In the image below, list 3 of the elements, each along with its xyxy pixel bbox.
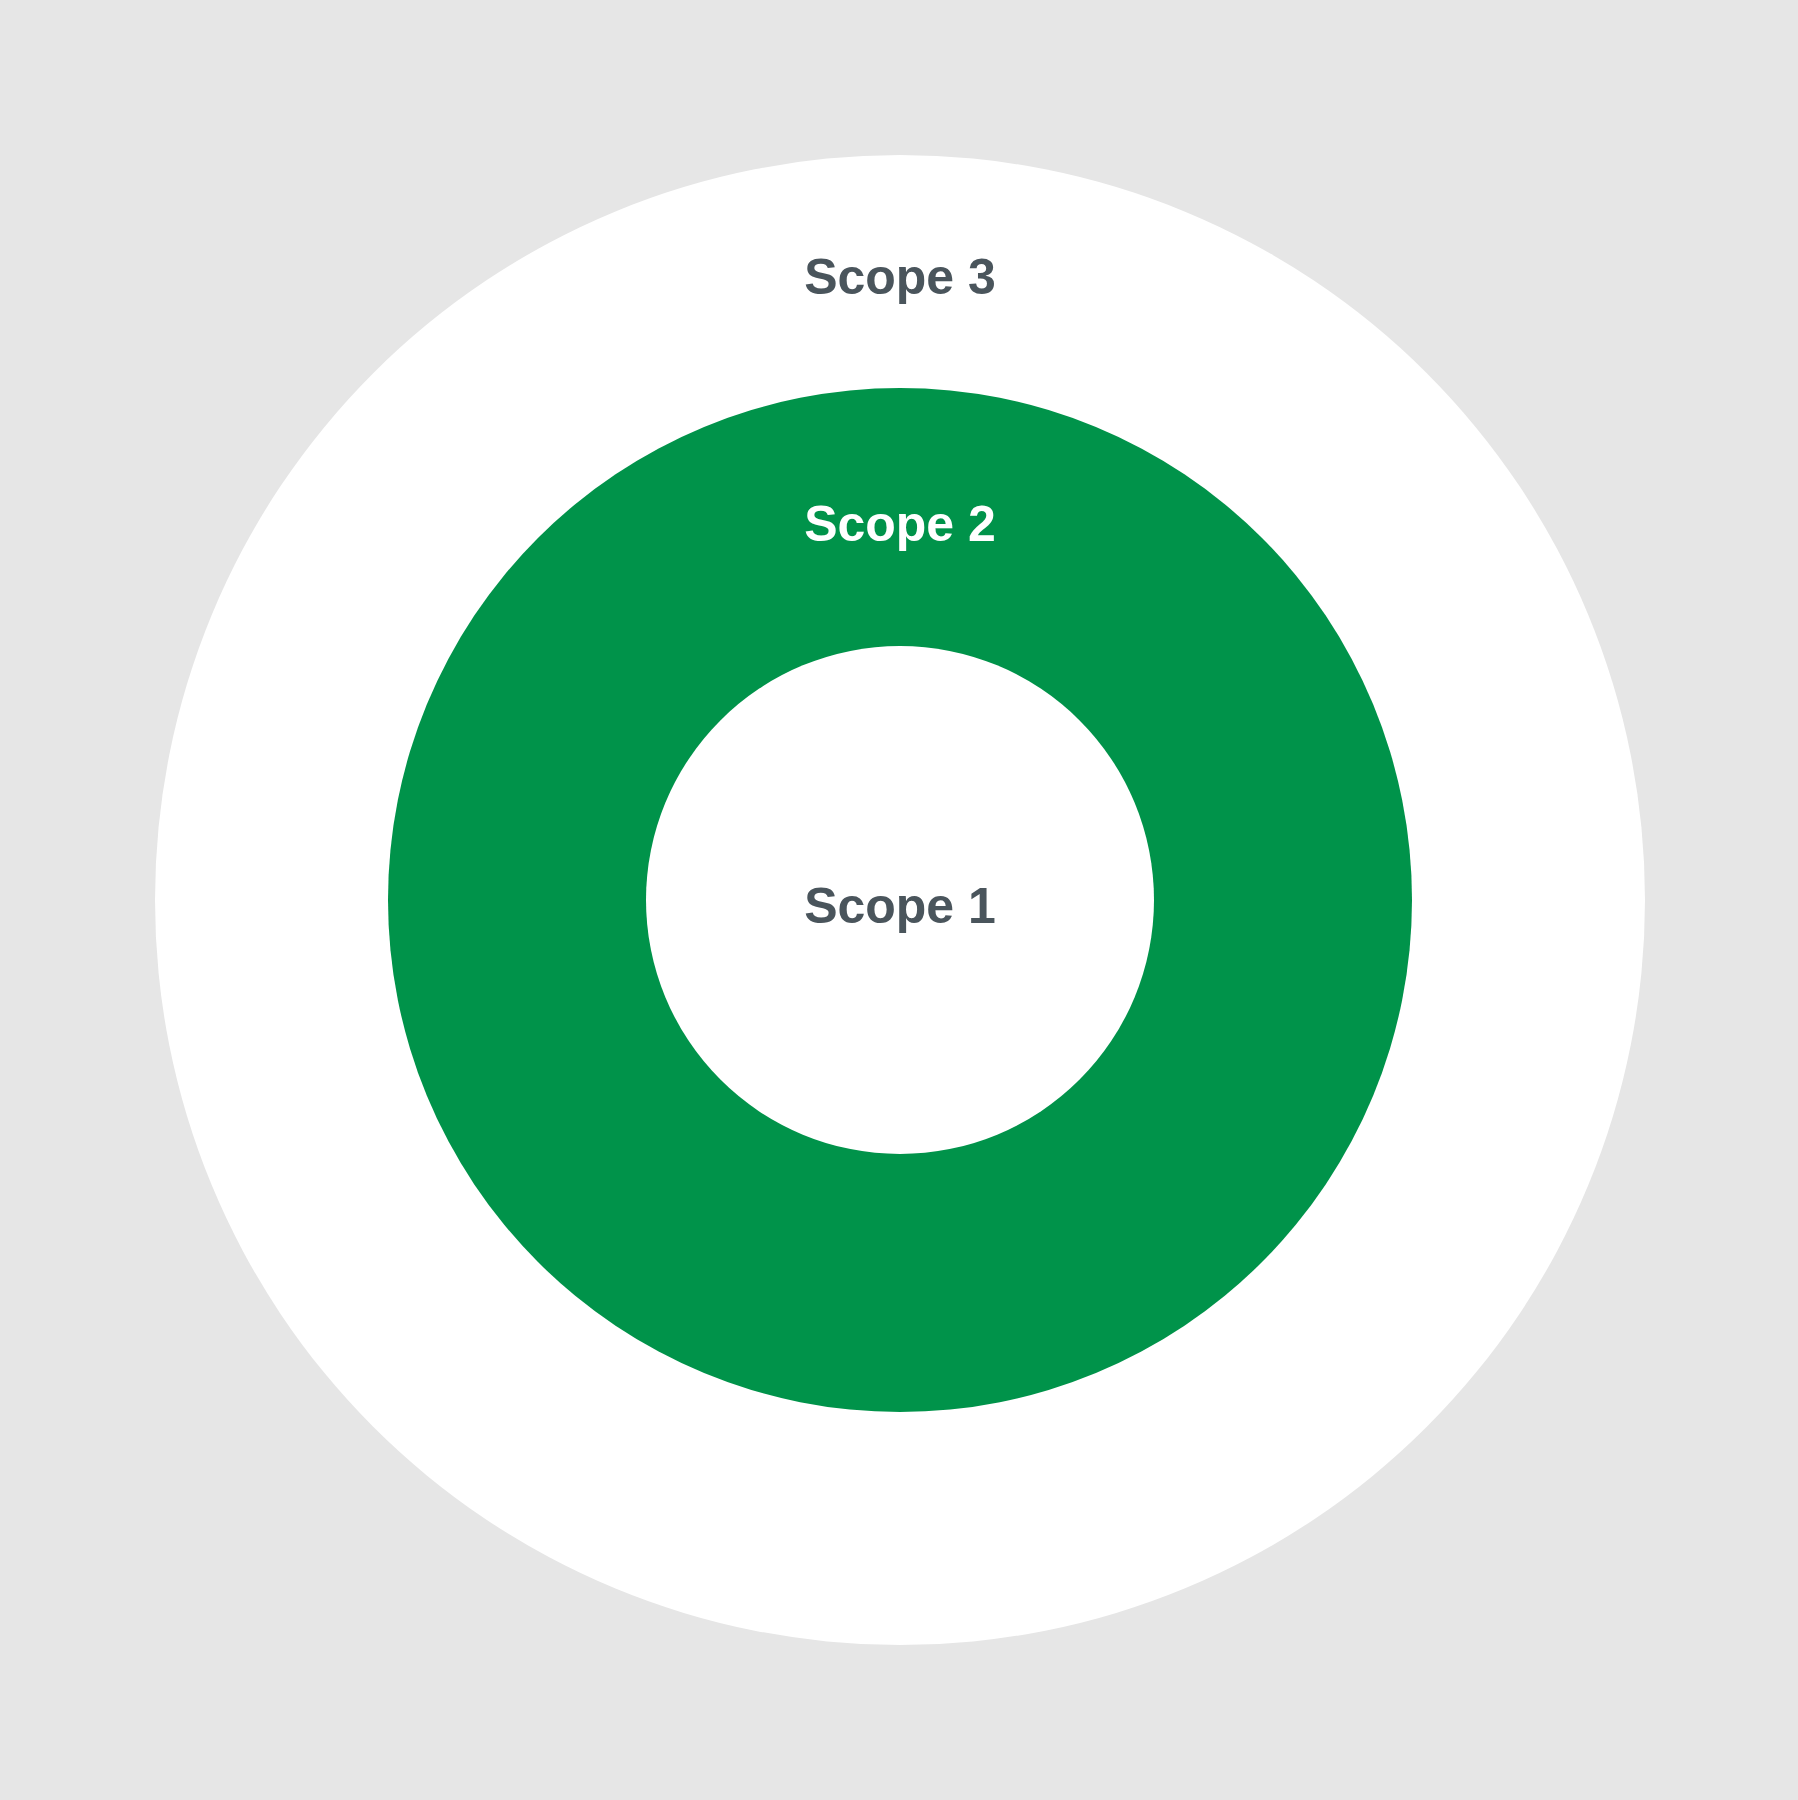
scope-label: Scope 3 bbox=[804, 249, 996, 307]
scope-label: Scope 1 bbox=[804, 878, 996, 936]
scope-label: Scope 2 bbox=[804, 496, 996, 554]
